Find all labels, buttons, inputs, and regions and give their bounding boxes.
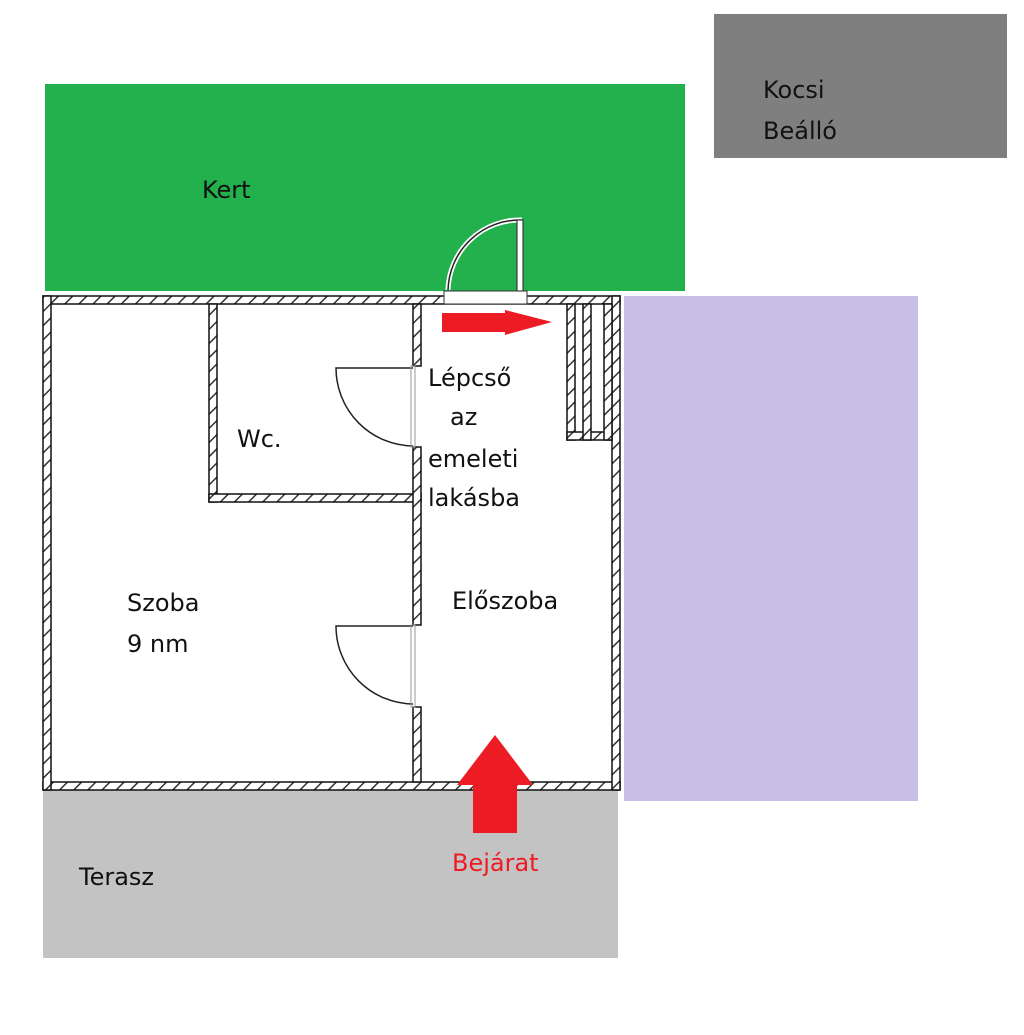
stairs-label-line1: Lépcső [428, 364, 511, 392]
wc-label: Wc. [237, 425, 282, 453]
parking-label-line2: Beálló [763, 117, 837, 145]
parking-area [714, 14, 1007, 158]
room-label-line1: Szoba [127, 589, 199, 617]
neighbor-area [624, 296, 918, 801]
room-door [335, 624, 416, 708]
terrace-area [43, 790, 618, 958]
walls [42, 295, 621, 791]
arrow-up-icon [457, 735, 533, 833]
parking-label-line1: Kocsi [763, 76, 825, 104]
stairs-label-line2: az [450, 403, 477, 431]
wc-door [335, 365, 416, 448]
entrance-label: Bejárat [452, 849, 539, 877]
stairs-label-line4: lakásba [428, 484, 520, 512]
terrace-label: Terasz [78, 863, 154, 891]
stairs-label-line3: emeleti [428, 445, 518, 473]
garden-door [443, 217, 528, 305]
garden-label: Kert [202, 176, 251, 204]
arrow-right-icon [442, 310, 552, 335]
garden-area [45, 84, 685, 291]
room-label-line2: 9 nm [127, 630, 189, 658]
hall-label: Előszoba [452, 587, 558, 615]
